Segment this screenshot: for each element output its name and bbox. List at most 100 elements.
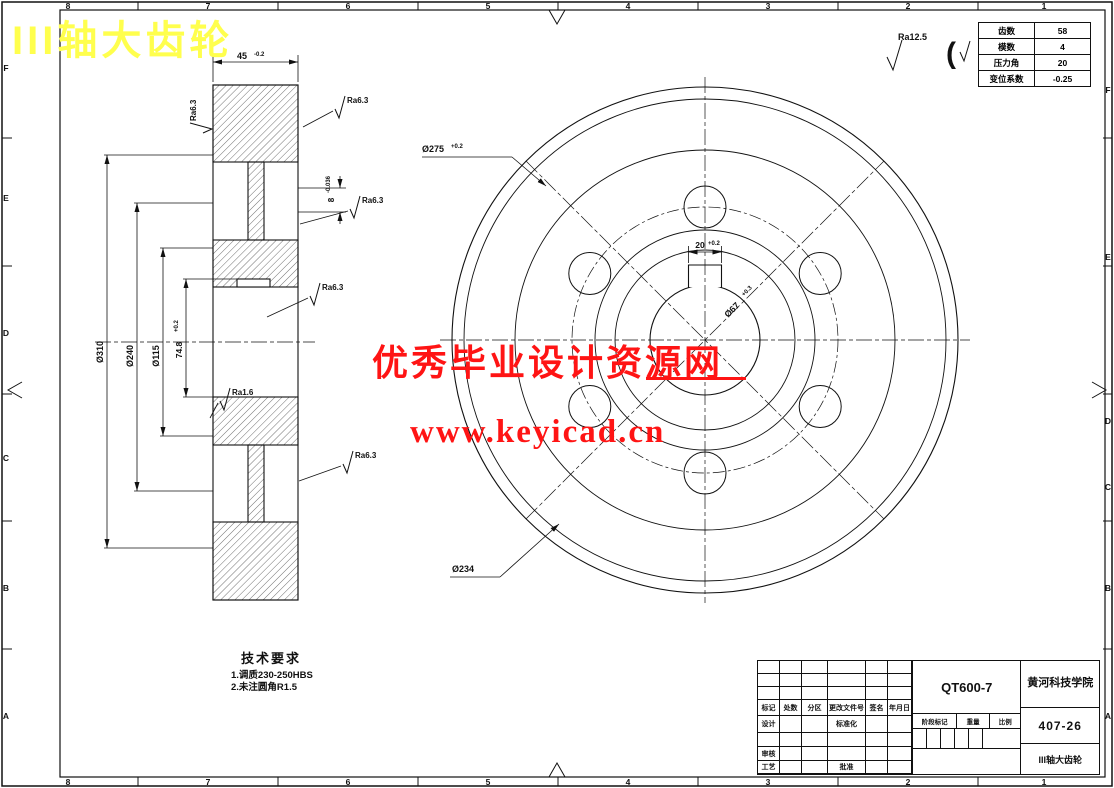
svg-text:6: 6 <box>346 777 351 787</box>
part-name: III轴大齿轮 <box>1038 754 1082 765</box>
svg-text:E: E <box>1105 252 1111 262</box>
approve-label: 批准 <box>828 761 866 774</box>
roughness-callout-f: Ra6.3 <box>298 450 377 482</box>
table-row: 变位系数-0.25 <box>978 70 1091 87</box>
svg-text:2: 2 <box>906 777 911 787</box>
svg-text:Ø67: Ø67 <box>722 300 741 319</box>
watermark-line2: www.keyicad.cn <box>410 414 666 450</box>
centering-mark-top <box>548 9 566 26</box>
parenthesis-open: ( <box>946 37 956 70</box>
svg-text:6: 6 <box>346 1 351 11</box>
organization-name: 黄河科技学院 <box>1021 661 1099 708</box>
rev-label: 分区 <box>802 700 828 716</box>
svg-text:5: 5 <box>486 777 491 787</box>
svg-text:3: 3 <box>766 777 771 787</box>
svg-text:C: C <box>1105 482 1111 492</box>
svg-text:B: B <box>3 583 9 593</box>
dim-keydepth: 74.8 +0.2 <box>174 319 184 358</box>
dim-d234: Ø234 <box>452 564 474 574</box>
svg-text:E: E <box>3 193 9 203</box>
dim-step: 8 -0.036 <box>326 175 336 202</box>
svg-text:Ra12.5: Ra12.5 <box>898 32 927 42</box>
svg-text:Ra6.3: Ra6.3 <box>362 196 384 205</box>
keyway-slot-section <box>236 278 271 288</box>
watermark-underline <box>646 377 746 380</box>
stage-mark-cells <box>913 729 1021 749</box>
svg-text:F: F <box>1105 85 1110 95</box>
svg-text:B: B <box>1105 583 1111 593</box>
svg-text:4: 4 <box>626 777 631 787</box>
roughness-callout-e: Ra1.6 <box>209 387 254 419</box>
svg-text:8: 8 <box>66 777 71 787</box>
svg-text:-0.2: -0.2 <box>254 52 265 58</box>
svg-text:1: 1 <box>1042 777 1047 787</box>
dim-d275: Ø275 <box>422 144 444 154</box>
centerlines <box>440 77 970 603</box>
standard-label: 标准化 <box>828 716 866 733</box>
svg-text:74.8: 74.8 <box>174 341 184 358</box>
centering-mark-left <box>6 381 23 399</box>
stage-label: 阶段标记 <box>913 714 958 728</box>
section-dimension-labels: 45 -0.2 Ø310 Ø240 Ø115 74.8 +0.2 8 -0.03… <box>95 51 336 367</box>
roughness-callout-c: Ra6.3 <box>299 195 384 225</box>
svg-text:45: 45 <box>237 51 247 61</box>
rev-label: 签名 <box>866 700 888 716</box>
svg-text:+0.2: +0.2 <box>451 144 464 150</box>
roughness-callout-b: Ra6.3 <box>302 95 369 128</box>
technical-requirements: 技术要求 1.调质230-250HBS 2.未注圆角R1.5 <box>231 648 313 694</box>
svg-text:-0.036: -0.036 <box>326 175 332 193</box>
svg-text:4: 4 <box>626 1 631 11</box>
tech-req-item: 1.调质230-250HBS <box>231 670 313 681</box>
tech-req-heading: 技术要求 <box>241 651 302 666</box>
design-label: 设计 <box>758 716 780 733</box>
front-dimensions <box>422 156 722 578</box>
svg-text:D: D <box>3 328 9 338</box>
audit-label: 审核 <box>758 747 780 761</box>
svg-text:7: 7 <box>206 777 211 787</box>
centering-mark-right <box>1091 381 1108 399</box>
rev-label: 标记 <box>758 700 780 716</box>
svg-text:2: 2 <box>906 1 911 11</box>
roughness-callout-a: Ra6.3 <box>189 99 214 134</box>
svg-text:Ra6.3: Ra6.3 <box>355 451 377 460</box>
rev-label: 更改文件号 <box>828 700 866 716</box>
tech-req-item: 2.未注圆角R1.5 <box>231 682 297 693</box>
svg-text:8: 8 <box>327 197 336 202</box>
centering-mark-bottom <box>548 761 566 778</box>
dim-d115: Ø115 <box>151 345 161 367</box>
svg-text:Ra6.3: Ra6.3 <box>322 283 344 292</box>
dim-d240: Ø240 <box>125 345 135 367</box>
svg-text:8: 8 <box>66 1 71 11</box>
rev-label: 年月日 <box>888 700 913 716</box>
svg-text:C: C <box>3 453 9 463</box>
gear-front-view <box>440 77 970 603</box>
svg-text:+0.2: +0.2 <box>174 319 180 332</box>
title-block-revision-grid: 标记 处数 分区 更改文件号 签名 年月日 设计 标准化 审核 工艺 批准 <box>758 661 914 774</box>
material-spec: QT600-7 <box>913 661 1021 714</box>
page-title: III轴大齿轮 <box>12 19 234 63</box>
svg-text:A: A <box>1105 711 1111 721</box>
svg-text:1: 1 <box>1042 1 1047 11</box>
weight-label: 重量 <box>957 714 991 728</box>
watermark-line1: 优秀毕业设计资源网 <box>372 343 724 383</box>
svg-text:5: 5 <box>486 1 491 11</box>
svg-text:Ra6.3: Ra6.3 <box>189 99 198 121</box>
dim-keyway-width: 20 <box>695 240 705 250</box>
svg-text:+0.3: +0.3 <box>741 285 754 298</box>
process-label: 工艺 <box>758 761 780 774</box>
roughness-callout-d: Ra6.3 <box>266 282 344 318</box>
svg-text:7: 7 <box>206 1 211 11</box>
title-block: 标记 处数 分区 更改文件号 签名 年月日 设计 标准化 审核 工艺 批准 QT… <box>757 660 1100 775</box>
title-block-right: 黄河科技学院 407-26 III轴大齿轮 <box>1021 661 1099 774</box>
scale-label: 比例 <box>998 719 1012 726</box>
dim-d310: Ø310 <box>95 341 105 363</box>
svg-text:Ra6.3: Ra6.3 <box>347 96 369 105</box>
svg-text:F: F <box>3 63 8 73</box>
